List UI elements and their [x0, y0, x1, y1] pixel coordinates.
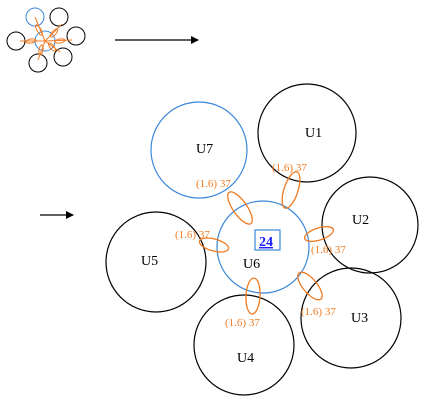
node-label-u5: U5: [141, 254, 158, 269]
thumb-node-u3: [53, 47, 73, 67]
thumb-node-u4: [28, 53, 48, 73]
main-diagram: U7 U1 U2 U3 U4 U5 U6 24 (1.6) 37 (1.6) 3…: [105, 83, 419, 396]
link-u6-u4: [245, 277, 261, 315]
link-u6-u5: [198, 237, 230, 253]
node-label-u3: U3: [351, 311, 368, 326]
node-u1: [257, 83, 357, 183]
link-u6-u2: [303, 225, 335, 243]
relation-label-u6-u2: (1.6) 37: [311, 244, 346, 256]
thumb-node-u2: [66, 26, 86, 46]
node-u3: [300, 267, 402, 369]
node-label-u1: U1: [305, 126, 322, 141]
center-badge: 24: [259, 235, 273, 250]
link-u6-u7: [227, 191, 253, 225]
relation-label-u6-u3: (1.6) 37: [301, 306, 336, 318]
node-u6: [216, 200, 310, 294]
node-u5: [105, 211, 207, 313]
node-label-u2: U2: [352, 213, 369, 228]
node-u4: [193, 294, 295, 396]
node-u7: [150, 101, 248, 199]
node-u2: [321, 176, 419, 274]
relation-label-u6-u5: (1.6) 37: [175, 229, 210, 241]
link-u6-u1: [281, 171, 301, 209]
relation-label-u6-u4: (1.6) 37: [225, 317, 260, 329]
center-badge-box: [254, 229, 281, 251]
link-u6-u3: [297, 271, 323, 301]
node-label-u6: U6: [243, 257, 260, 272]
thumb-links: [20, 16, 73, 61]
node-label-u4: U4: [237, 351, 254, 366]
thumb-node-u1: [49, 7, 69, 27]
relation-label-u6-u1: (1.6) 37: [272, 162, 307, 174]
thumbnail-diagram: [6, 7, 86, 73]
node-label-u7: U7: [196, 142, 213, 157]
relation-label-u6-u7: (1.6) 37: [196, 178, 231, 190]
